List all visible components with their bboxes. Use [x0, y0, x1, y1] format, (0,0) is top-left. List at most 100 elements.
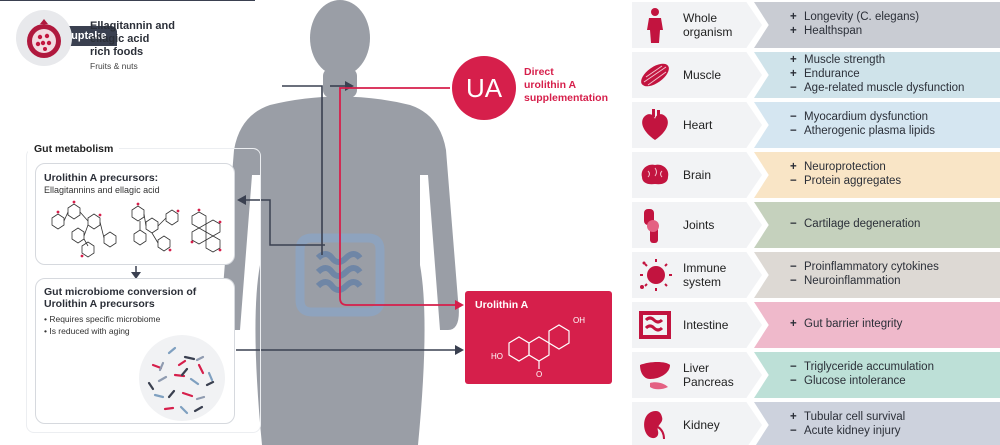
effect-sign: − [790, 275, 797, 287]
effect-text: Acute kidney injury [804, 425, 901, 437]
ellagitannin-structure-icon [51, 200, 222, 258]
effect-sign: − [790, 175, 797, 187]
effect-sign: + [790, 54, 797, 66]
gut-to-precursor-arrowhead [237, 195, 246, 205]
urolithin-a-supplement-badge: UA [452, 56, 516, 120]
effect-item: −Atherogenic plasma lipids [790, 125, 935, 137]
organ-row: −Triglyceride accumulation−Glucose intol… [632, 352, 1000, 398]
organ-name-cell: Heart [632, 102, 762, 148]
effect-text: Cartilage degeneration [804, 218, 921, 230]
gut-to-precursor-arrow [246, 199, 325, 246]
organ-effects-cell: +Neuroprotection−Protein aggregates [754, 152, 1000, 198]
effect-item: +Longevity (C. elegans) [790, 11, 919, 23]
organ-effects-cell: −Triglyceride accumulation−Glucose intol… [754, 352, 1000, 398]
organ-name-cell: Kidney [632, 402, 762, 445]
effect-text: Gut barrier integrity [804, 318, 903, 330]
effect-item: + Gut barrier integrity [790, 318, 902, 330]
effect-sign: + [790, 25, 797, 37]
effect-sign: − [790, 425, 797, 437]
effect-sign: − [790, 111, 797, 123]
organ-name: Kidney [683, 418, 720, 432]
effect-sign: − [790, 82, 797, 94]
carbonyl-o-label: O [536, 370, 542, 379]
organ-effects-cell: −Myocardium dysfunction−Atherogenic plas… [754, 102, 1000, 148]
intestine-overlay [295, 233, 385, 317]
effect-item: −Neuroinflammation [790, 275, 901, 287]
organ-name: Joints [683, 218, 715, 232]
organ-effects-cell: +Tubular cell survival −Acute kidney inju… [754, 402, 1000, 445]
effect-text: Atherogenic plasma lipids [804, 125, 936, 137]
liver-icon [636, 357, 674, 393]
organ-name-cell: Intestine [632, 302, 762, 348]
effect-item: −Myocardium dysfunction [790, 111, 928, 123]
heart-icon [636, 107, 674, 143]
organ-row: −Proinflammatory cytokines−Neuroinflamma… [632, 252, 1000, 298]
effect-sign: − [790, 361, 797, 373]
precursors-subtitle: Ellagitannins and ellagic acid [44, 185, 160, 195]
brain-icon [636, 157, 674, 193]
immune-cell-icon [636, 257, 674, 293]
microbiome-title: Gut microbiome conversion of Urolithin A… [44, 286, 197, 310]
organ-row: +Tubular cell survival −Acute kidney inju… [632, 402, 1000, 445]
microbiome-bullet-2: • Is reduced with aging [44, 326, 130, 336]
effect-item: −Triglyceride accumulation [790, 361, 934, 373]
effect-text: Muscle strength [804, 54, 886, 66]
supplement-arrow [339, 87, 455, 306]
organ-row: + Gut barrier integrity Intestine [632, 302, 1000, 348]
effect-item: +Tubular cell survival [790, 411, 905, 423]
effect-text: Proinflammatory cytokines [804, 261, 939, 273]
kidney-icon [636, 407, 674, 443]
ho-label: HO [491, 352, 503, 361]
gut-metabolism-tab: Gut metabolism [28, 140, 120, 158]
oral-uptake-arrow [282, 85, 323, 255]
intestine-icon [636, 307, 674, 343]
microbiome-bullet-1: • Requires specific microbiome [44, 314, 161, 324]
oh-label: OH [573, 316, 585, 325]
organ-effects-cell: + Muscle strength + Endurance −Age-related m… [754, 52, 1000, 98]
organ-row: −Myocardium dysfunction−Atherogenic plas… [632, 102, 1000, 148]
precursor-down-arrowhead [131, 272, 141, 279]
pomegranate-icon [16, 10, 72, 66]
effect-item: −Protein aggregates [790, 175, 901, 187]
effect-sign: + [790, 318, 797, 330]
organ-effects-cell: −Cartilage degeneration [754, 202, 1000, 248]
effect-sign: − [790, 261, 797, 273]
effect-sign: + [790, 161, 797, 173]
precursors-title: Urolithin A precursors: [44, 172, 159, 184]
urolithin-a-structure-icon: HO OH O [491, 316, 585, 379]
effect-item: −Age-related muscle dysfunction [790, 82, 964, 94]
organ-row: + Muscle strength + Endurance −Age-related m… [632, 52, 1000, 98]
effect-text: Endurance [804, 68, 860, 80]
effect-sign: + [790, 68, 797, 80]
organ-name: Intestine [683, 318, 729, 332]
effect-sign: + [790, 11, 797, 23]
effect-sign: − [790, 125, 797, 137]
effect-text: Triglyceride accumulation [804, 361, 934, 373]
organ-effects-cell: −Proinflammatory cytokines−Neuroinflamma… [754, 252, 1000, 298]
gut-metabolism-frame [26, 148, 261, 433]
human-icon [636, 7, 674, 43]
effect-text: Glucose intolerance [804, 375, 906, 387]
precursors-box: Urolithin A precursors: Ellagitannins an… [35, 163, 235, 265]
urolithin-a-title: Urolithin A [475, 299, 529, 311]
effect-item: −Acute kidney injury [790, 425, 901, 437]
organ-name-cell: Muscle [632, 52, 762, 98]
effect-sign: − [790, 375, 797, 387]
organ-name-cell: Joints [632, 202, 762, 248]
microbiome-to-urolithin-arrowhead [455, 345, 464, 355]
organ-effects-cell: + Gut barrier integrity [754, 302, 1000, 348]
effect-text: Neuroinflammation [804, 275, 901, 287]
